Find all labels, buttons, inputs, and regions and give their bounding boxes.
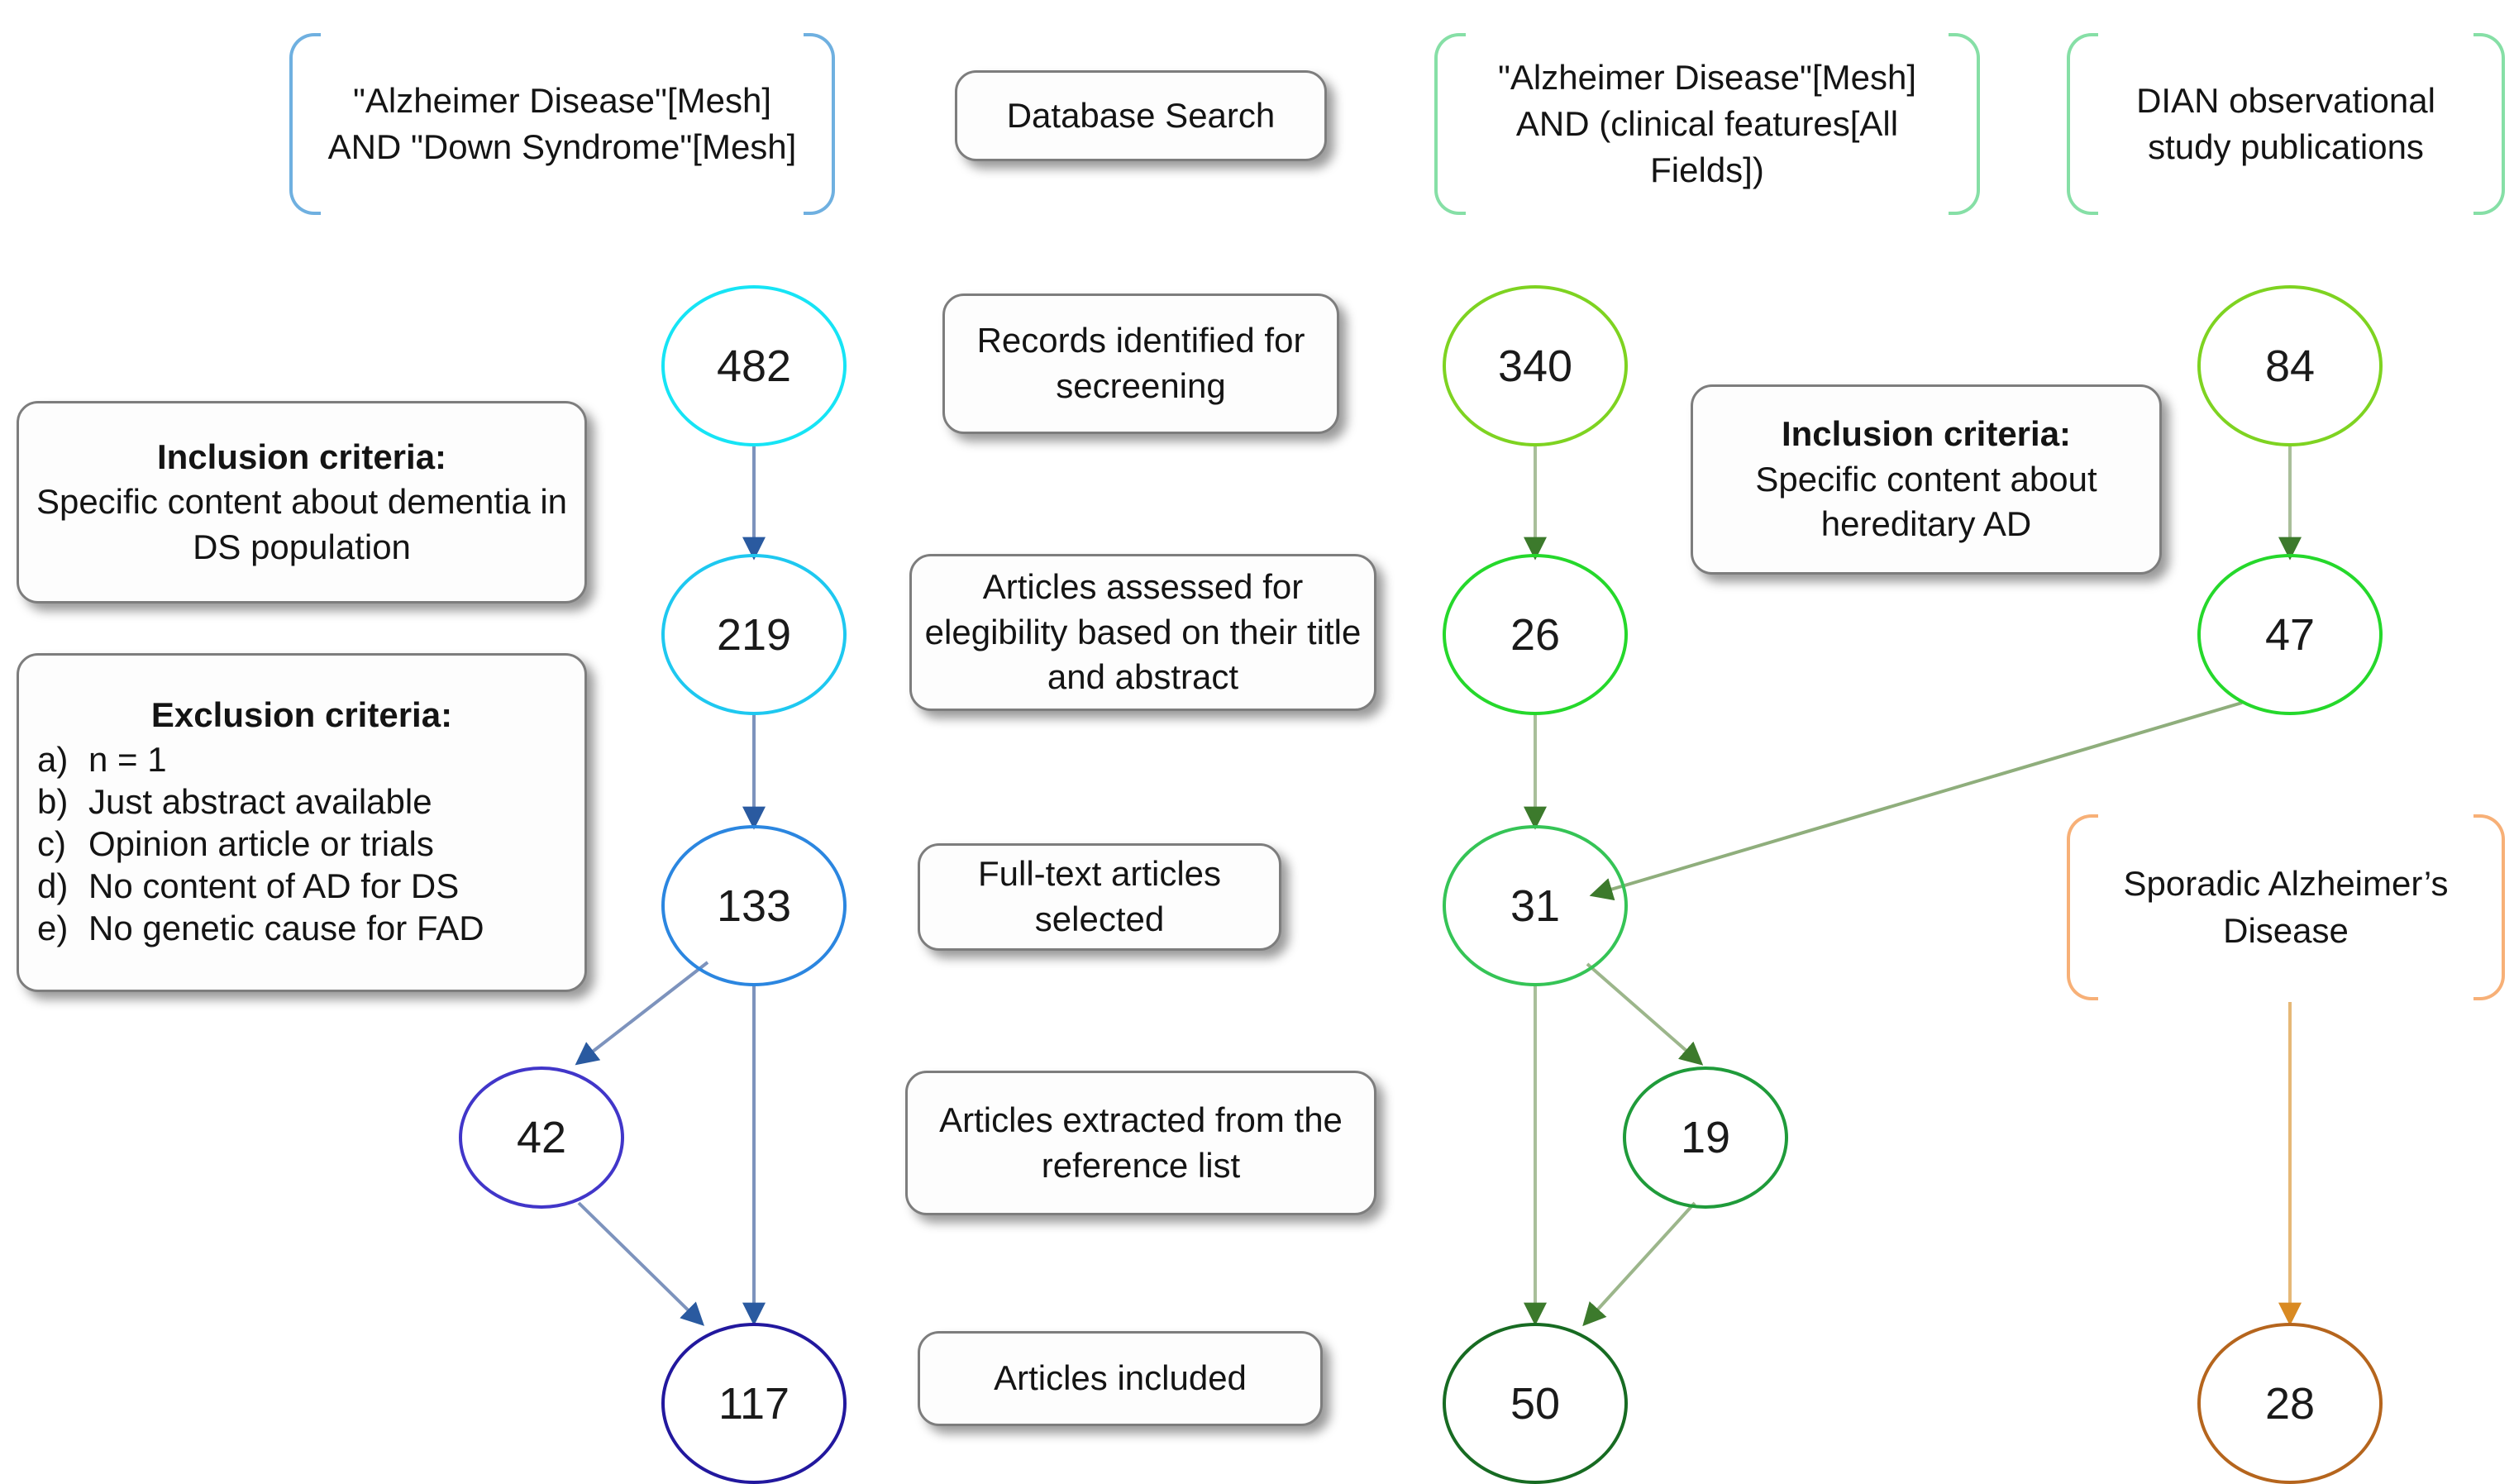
bracket-query-ds: "Alzheimer Disease"[Mesh] AND "Down Synd… xyxy=(289,33,835,215)
exclusion-item: e) No genetic cause for FAD xyxy=(37,909,566,948)
node-482: 482 xyxy=(661,285,847,446)
node-value: 19 xyxy=(1680,1113,1731,1162)
node-133: 133 xyxy=(661,825,847,986)
box-stage-articles-assessed: Articles assessed for elegibility based … xyxy=(909,554,1376,711)
exclusion-item: b) Just abstract available xyxy=(37,782,566,822)
exclusion-heading: Exclusion criteria: xyxy=(150,694,453,734)
exclusion-item: a) n = 1 xyxy=(37,740,566,780)
box-exclusion-criteria: Exclusion criteria: a) n = 1 b) Just abs… xyxy=(17,653,587,992)
bracket-query-dian: DIAN observational study publications xyxy=(2067,33,2505,215)
bracket-label: Sporadic Alzheimer’s Disease xyxy=(2123,864,2449,950)
node-value: 340 xyxy=(1497,341,1573,391)
bracket-left xyxy=(1434,33,1466,215)
bracket-sporadic: Sporadic Alzheimer’s Disease xyxy=(2067,814,2505,1000)
exclusion-text: Just abstract available xyxy=(88,781,432,821)
node-value: 47 xyxy=(2264,609,2316,660)
edge-133-42 xyxy=(575,961,709,1066)
bracket-right xyxy=(2473,814,2505,1000)
box-label: Articles included xyxy=(994,1358,1247,1398)
node-31: 31 xyxy=(1443,825,1628,986)
box-label: Full-text articles selected xyxy=(977,854,1222,938)
edge-19-50 xyxy=(1582,1201,1696,1327)
exclusion-text: No genetic cause for FAD xyxy=(88,908,484,947)
node-value: 482 xyxy=(716,341,792,391)
box-stage-articles-extracted: Articles extracted from the reference li… xyxy=(905,1071,1376,1215)
exclusion-marker: e) xyxy=(37,908,69,947)
bracket-left xyxy=(2067,33,2098,215)
edge-31-19 xyxy=(1586,962,1704,1066)
bracket-label: "Alzheimer Disease"[Mesh] AND (clinical … xyxy=(1498,57,1916,190)
box-label: Articles assessed for elegibility based … xyxy=(924,567,1362,697)
exclusion-marker: c) xyxy=(37,823,66,863)
exclusion-item: c) Opinion article or trials xyxy=(37,824,566,864)
node-value: 50 xyxy=(1510,1378,1561,1429)
node-value: 26 xyxy=(1510,609,1561,660)
bracket-right xyxy=(1949,33,1980,215)
box-label: Records identified for secreening xyxy=(976,321,1305,405)
bracket-left xyxy=(2067,814,2098,1000)
box-inclusion-criteria-ds: Inclusion criteria: Specific content abo… xyxy=(17,401,587,604)
exclusion-list: Exclusion criteria: a) n = 1 b) Just abs… xyxy=(19,695,584,951)
node-value: 84 xyxy=(2264,341,2316,391)
box-database-search: Database Search xyxy=(955,70,1327,161)
inclusion-body: Specific content about dementia in DS po… xyxy=(36,482,568,566)
bracket-query-clinical: "Alzheimer Disease"[Mesh] AND (clinical … xyxy=(1434,33,1980,215)
exclusion-text: No content of AD for DS xyxy=(88,866,460,905)
bracket-label: DIAN observational study publications xyxy=(2136,80,2435,166)
exclusion-text: Opinion article or trials xyxy=(88,823,434,863)
node-84: 84 xyxy=(2197,285,2383,446)
node-value: 133 xyxy=(716,880,792,931)
node-47: 47 xyxy=(2197,554,2383,715)
node-219: 219 xyxy=(661,554,847,715)
exclusion-item: d) No content of AD for DS xyxy=(37,866,566,906)
node-value: 31 xyxy=(1510,880,1561,931)
inclusion-heading: Inclusion criteria: xyxy=(156,437,447,476)
box-stage-records-identified: Records identified for secreening xyxy=(942,293,1339,434)
bracket-right xyxy=(2473,33,2505,215)
box-label: Articles extracted from the reference li… xyxy=(939,1100,1343,1185)
exclusion-marker: d) xyxy=(37,866,69,905)
bracket-left xyxy=(289,33,321,215)
edge-42-117 xyxy=(577,1201,705,1326)
node-value: 28 xyxy=(2264,1378,2316,1429)
edge-47-31 xyxy=(1589,701,2243,901)
box-stage-articles-included: Articles included xyxy=(918,1331,1323,1426)
box-stage-fulltext-selected: Full-text articles selected xyxy=(918,843,1281,951)
node-26: 26 xyxy=(1443,554,1628,715)
exclusion-marker: b) xyxy=(37,781,69,821)
node-value: 117 xyxy=(718,1378,790,1429)
box-label: Database Search xyxy=(1006,95,1276,135)
inclusion-heading: Inclusion criteria: xyxy=(1781,414,2072,454)
bracket-right xyxy=(804,33,835,215)
bracket-label: "Alzheimer Disease"[Mesh] AND "Down Synd… xyxy=(327,80,797,166)
box-inclusion-criteria-hereditary: Inclusion criteria: Specific content abo… xyxy=(1691,384,2162,575)
exclusion-text: n = 1 xyxy=(88,739,167,779)
exclusion-marker: a) xyxy=(37,739,69,779)
node-19: 19 xyxy=(1623,1066,1788,1209)
node-50: 50 xyxy=(1443,1323,1628,1484)
node-42: 42 xyxy=(459,1066,624,1209)
node-117: 117 xyxy=(661,1323,847,1484)
node-340: 340 xyxy=(1443,285,1628,446)
node-value: 219 xyxy=(716,609,792,660)
inclusion-body: Specific content about hereditary AD xyxy=(1755,459,2097,544)
node-28: 28 xyxy=(2197,1323,2383,1484)
node-value: 42 xyxy=(516,1113,567,1162)
